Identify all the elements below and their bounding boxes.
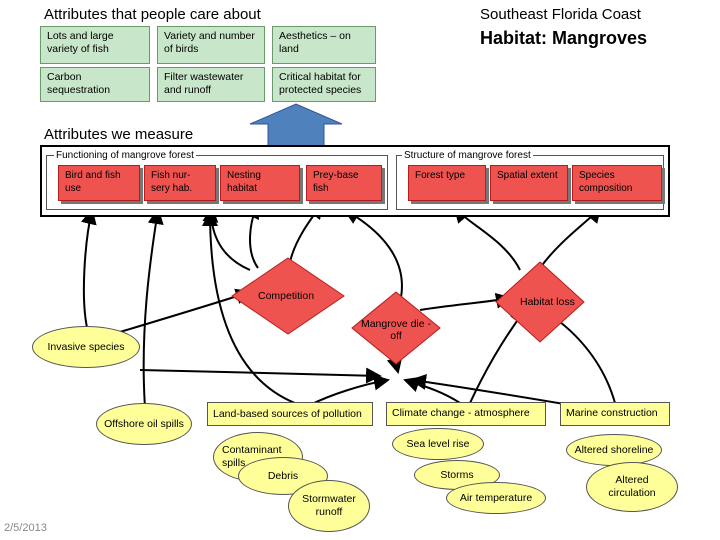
prey-base-fish: Prey-base fish [306,165,382,201]
land-based-label: Land-based sources of pollution [213,408,362,420]
habitat-loss-diamond [495,261,585,343]
marine-label: Marine construction [566,407,658,419]
region-title: Southeast Florida Coast [480,6,641,23]
care-birds: Variety and number of birds [157,26,265,64]
date-stamp: 2/5/2013 [4,522,47,534]
forest-type: Forest type [408,165,486,201]
bird-fish-use: Bird and fish use [58,165,140,201]
fish-nursery: Fish nur-sery hab. [144,165,216,201]
up-arrow [249,103,343,147]
circulation-oval: Altered circulation [586,462,678,512]
care-carbon: Carbon sequestration [40,67,150,102]
invasive-species-oval: Invasive species [32,326,140,368]
climate-box [386,402,546,426]
care-aesthetics: Aesthetics – on land [272,26,376,64]
competition-diamond [231,257,345,335]
dieoff-diamond [351,291,441,365]
climate-label: Climate change - atmosphere [392,407,530,419]
marine-box [560,402,670,426]
care-fish: Lots and large variety of fish [40,26,150,64]
stormwater-oval: Stormwater runoff [288,480,370,532]
debris-oval: Debris [238,457,328,495]
functioning-title: Functioning of mangrove forest [54,150,196,161]
care-filter: Filter wastewater and runoff [157,67,265,102]
spatial-extent: Spatial extent [490,165,568,201]
care-critical-habitat: Critical habitat for protected species [272,67,376,102]
shoreline-oval: Altered shoreline [566,434,662,466]
species-composition: Species composition [572,165,662,201]
care-heading: Attributes that people care about [44,6,261,23]
air-temperature-oval: Air temperature [446,482,546,514]
habitat-title: Habitat: Mangroves [480,28,648,48]
land-based-box [207,402,373,426]
functioning-frame [46,155,388,210]
dieoff-label: Mangrove die -off [360,318,432,342]
structure-title: Structure of mangrove forest [402,150,533,161]
sea-level-oval: Sea level rise [392,428,484,460]
oil-spills-oval: Offshore oil spills [96,403,192,445]
measure-heading: Attributes we measure [44,126,194,143]
competition-label: Competition [258,290,315,302]
habitat-loss-label: Habitat loss [520,296,575,308]
nesting-habitat: Nesting habitat [220,165,300,201]
